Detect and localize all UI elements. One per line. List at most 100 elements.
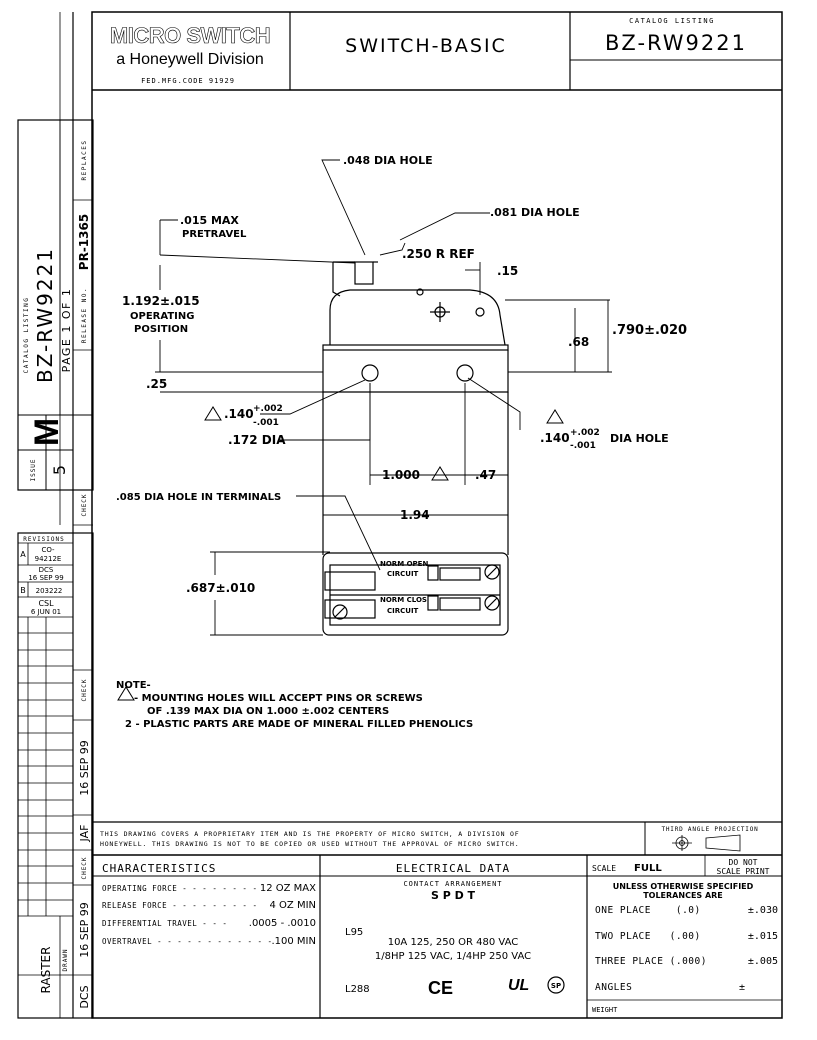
scale-label: SCALE <box>592 864 616 873</box>
label-1000: 1.000 <box>382 468 420 482</box>
op-force-value: 12 OZ MAX <box>260 883 316 894</box>
scale-value: FULL <box>634 863 662 874</box>
rev-b-text: 203222 <box>36 587 63 595</box>
label-47: .47 <box>475 468 496 482</box>
proprietary-1: THIS DRAWING COVERS A PROPRIETARY ITEM A… <box>100 830 520 838</box>
overtravel-label: OVERTRAVEL - - - - - - - - - - - - <box>102 937 273 946</box>
label-790: .790±.020 <box>612 323 687 338</box>
one-place: ONE PLACE (.0) <box>595 905 701 916</box>
side-date1: 16 SEP 99 <box>78 740 91 796</box>
two-tol: ±.015 <box>748 931 778 942</box>
tol-title-1: UNLESS OTHERWISE SPECIFIED <box>613 882 754 891</box>
rev-a-date: 16 SEP 99 <box>28 574 63 582</box>
side-release-no: PR-1365 <box>77 214 91 270</box>
rev-a-letter: A <box>20 550 26 559</box>
ul-mark: UL <box>508 977 529 994</box>
switch-bottom-view <box>322 552 509 636</box>
label-140-right-minus: -.001 <box>570 441 596 451</box>
three-place: THREE PLACE (.000) <box>595 956 707 967</box>
side-catalog-number: BZ-RW9221 <box>33 247 57 383</box>
weight-label: WEIGHT <box>592 1006 618 1014</box>
rev-b-letter: B <box>20 586 26 595</box>
proprietary-2: HONEYWELL. THIS DRAWING IS NOT TO BE COP… <box>100 840 520 848</box>
note-2: 2 - PLASTIC PARTS ARE MADE OF MINERAL FI… <box>125 719 473 730</box>
note-1b: OF .139 MAX DIA ON 1.000 ±.002 CENTERS <box>147 706 389 717</box>
side-date2: 16 SEP 99 <box>78 902 91 958</box>
label-140-left: .140 <box>224 407 254 421</box>
label-norm-open: NORM OPEN <box>380 560 428 568</box>
label-140-right-plus: +.002 <box>570 428 600 438</box>
ce-mark: CE <box>428 978 453 998</box>
rev-b-date: 6 JUN 01 <box>31 608 61 616</box>
label-194: 1.94 <box>400 508 430 522</box>
side-catalog-label: CATALOG LISTING <box>23 297 30 374</box>
diff-value: .0005 - .0010 <box>249 918 316 929</box>
label-140-left-plus: +.002 <box>253 404 283 414</box>
one-tol: ±.030 <box>748 905 778 916</box>
label-norm-clos2: CIRCUIT <box>387 607 419 615</box>
rev-b-by: CSL <box>38 599 54 608</box>
label-140-right: .140 <box>540 431 570 445</box>
label-15: .15 <box>497 264 518 278</box>
label-172: .172 DIA <box>228 433 286 447</box>
diff-label: DIFFERENTIAL TRAVEL - - - <box>102 919 227 928</box>
revisions-label: REVISIONS <box>23 536 65 543</box>
label-25: .25 <box>146 377 167 391</box>
side-raster: RASTER <box>39 947 53 994</box>
label-pretravel2: PRETRAVEL <box>182 229 247 240</box>
catalog-label: CATALOG LISTING <box>629 17 715 25</box>
angles-tol: ± <box>739 982 745 993</box>
rel-force-value: 4 OZ MIN <box>270 900 317 911</box>
do-not-scale-2: SCALE PRINT <box>717 867 770 876</box>
tol-title-2: TOLERANCES ARE <box>643 891 723 900</box>
label-140-left-minus: -.001 <box>253 418 279 428</box>
rel-force-label: RELEASE FORCE - - - - - - - - - <box>102 901 257 910</box>
rev-a-by: DCS <box>39 566 54 574</box>
label-op-pos: 1.192±.015 <box>122 294 200 308</box>
logo-text: MICRO SWITCH <box>110 23 270 48</box>
do-not-scale-1: DO NOT <box>729 858 758 867</box>
side-issue: 5 <box>50 465 69 475</box>
label-250-ref: .250 R REF <box>402 247 475 261</box>
label-140-right-suffix: DIA HOLE <box>610 432 669 445</box>
rating-2: 1/8HP 125 VAC, 1/4HP 250 VAC <box>375 951 531 962</box>
rating-1: 10A 125, 250 OR 480 VAC <box>388 937 519 948</box>
sheet-border <box>91 11 783 1019</box>
side-check-label2: CHECK <box>81 678 88 701</box>
label-048-hole: .048 DIA HOLE <box>343 154 433 167</box>
third-angle-label: THIRD ANGLE PROJECTION <box>661 826 758 833</box>
catalog-number: BZ-RW9221 <box>605 31 747 55</box>
label-687: .687±.010 <box>186 581 255 595</box>
side-logo-letter: M <box>28 418 66 446</box>
characteristics-title: CHARACTERISTICS <box>102 862 216 875</box>
contact-arrangement: CONTACT ARRANGEMENT <box>403 880 502 888</box>
side-replaces-label: REPLACES <box>81 140 88 181</box>
triangle-callouts <box>117 406 564 701</box>
l288: L288 <box>345 984 370 995</box>
label-norm-open2: CIRCUIT <box>387 570 419 578</box>
contact-spdt: S P D T <box>431 889 476 902</box>
csa-icon: SP <box>547 976 565 994</box>
switch-top-view <box>322 261 509 555</box>
dimension-lines <box>155 159 612 636</box>
logo-division: a Honeywell Division <box>116 51 264 68</box>
fed-code: FED.MFG.CODE 91929 <box>141 77 235 85</box>
note-1: - MOUNTING HOLES WILL ACCEPT PINS OR SCR… <box>134 693 423 704</box>
label-pretravel: .015 MAX <box>180 214 239 227</box>
electrical-title: ELECTRICAL DATA <box>396 862 510 875</box>
label-081-hole: .081 DIA HOLE <box>490 206 580 219</box>
side-issue-label: ISSUE <box>30 458 37 481</box>
overtravel-value: .100 MIN <box>271 936 316 947</box>
side-drawn-label: DRAWN <box>62 948 69 971</box>
label-68: .68 <box>568 335 589 349</box>
third-angle-icon <box>672 834 741 852</box>
rev-a-text1: CO- <box>41 546 55 554</box>
side-page: PAGE 1 OF 1 <box>60 288 73 373</box>
angles: ANGLES <box>595 982 632 993</box>
label-op-pos2: OPERATING <box>130 311 194 322</box>
page-title: SWITCH-BASIC <box>345 35 507 57</box>
svg-text:SP: SP <box>551 982 561 990</box>
side-release-label: RELEASE NO. <box>81 287 88 343</box>
rev-a-text2: 94212E <box>35 555 62 563</box>
